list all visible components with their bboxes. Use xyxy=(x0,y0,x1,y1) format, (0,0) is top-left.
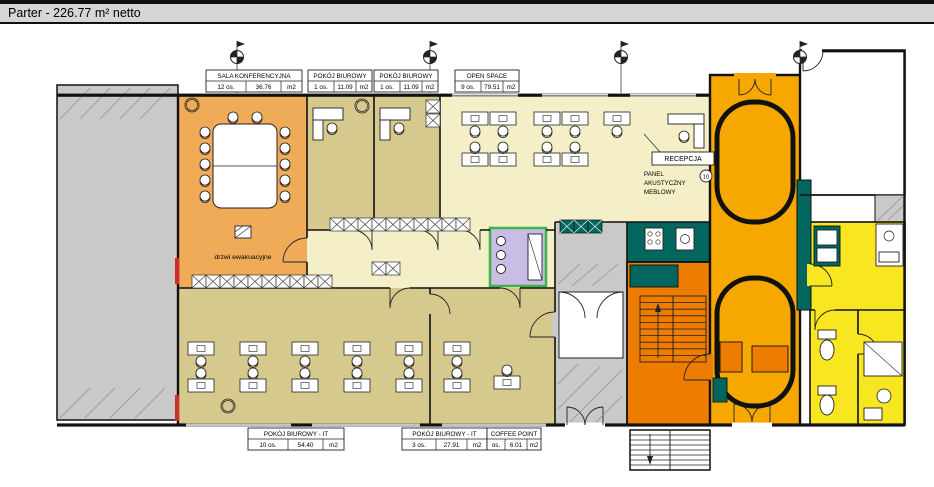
label-persons: os. xyxy=(492,442,501,449)
staircase xyxy=(629,264,707,363)
room-label-office1: POKÓJ BIUROWY 1 os. 11.09 m2 xyxy=(307,69,373,93)
room-label-office2: POKÓJ BIUROWY 1 os. 11.09 m2 xyxy=(373,69,439,93)
kitchen-appliances xyxy=(644,227,695,251)
panel-label-2: AKUSTYCZNY xyxy=(644,180,686,187)
label-area: 11.09 xyxy=(403,84,419,91)
titlebar: Parter - 226.77 m² netto xyxy=(0,0,934,24)
stair-hall-amber xyxy=(708,73,802,427)
conference-furniture xyxy=(184,97,291,239)
page-title: Parter - 226.77 m² netto xyxy=(8,6,141,20)
label-unit: m2 xyxy=(473,442,482,449)
label-title: POKÓJ BIUROWY xyxy=(313,71,367,80)
label-title: POKÓJ BIUROWY - IT xyxy=(412,429,476,438)
label-title: COFFEE POINT xyxy=(491,431,538,438)
teal-strip xyxy=(796,179,812,311)
wc-fixtures xyxy=(496,233,543,281)
label-area: 27.91 xyxy=(444,442,460,449)
yellow-room-fixtures xyxy=(813,223,904,421)
label-title: POKÓJ BIUROWY - IT xyxy=(264,429,328,438)
label-area: 11.09 xyxy=(337,84,353,91)
label-unit: m2 xyxy=(360,84,369,91)
open-space-desks xyxy=(462,111,705,166)
evac-door-2 xyxy=(175,395,179,421)
kitchen-counter xyxy=(626,221,711,263)
room-label-it1: POKÓJ BIUROWY - IT 10 os. 54.40 m2 xyxy=(247,427,345,451)
label-unit: m2 xyxy=(426,84,435,91)
label-area: 36.76 xyxy=(256,84,272,91)
label-unit: m2 xyxy=(329,442,338,449)
label-unit: m2 xyxy=(530,442,539,449)
label-area: 79.51 xyxy=(484,84,500,91)
section-marker-icon xyxy=(614,40,630,64)
label-unit: m2 xyxy=(507,84,516,91)
neighbor-area-left xyxy=(56,84,179,421)
reception-label: RECEPCJA xyxy=(664,156,702,163)
annotation-reception: RECEPCJA xyxy=(643,133,715,166)
label-unit: m2 xyxy=(287,84,296,91)
shaft-interior xyxy=(557,263,624,423)
room-label-it2: POKÓJ BIUROWY - IT 3 os. 27.91 m2 xyxy=(401,427,488,451)
evac-door-1 xyxy=(175,258,179,284)
room-it-2 xyxy=(430,288,555,425)
label-area: 6.01 xyxy=(510,442,523,449)
doors xyxy=(175,49,879,428)
floor-plan-drawing: SALA KONFERENCYJNA 12 os. 36.76 m2 POKÓJ… xyxy=(56,40,906,471)
label-title: POKÓJ BIUROWY xyxy=(379,71,433,80)
section-marker-icon xyxy=(230,40,246,64)
section-marker-icon xyxy=(423,40,439,64)
panel-label-3: MEBLOWY xyxy=(644,189,676,196)
panel-label-1: PANEL xyxy=(644,171,664,178)
room-label-coffee: COFFEE POINT os. 6.01 m2 xyxy=(486,427,542,451)
label-persons: 10 os. xyxy=(259,442,276,449)
label-persons: 1 os. xyxy=(380,84,394,91)
external-stairs xyxy=(629,429,711,471)
panel-ref-marker: 10 xyxy=(703,175,709,181)
label-persons: 12 os. xyxy=(217,84,234,91)
label-persons: 9 os. xyxy=(461,84,475,91)
label-persons: 3 os. xyxy=(412,442,426,449)
office-furniture xyxy=(312,98,441,141)
label-title: OPEN SPACE xyxy=(467,73,507,80)
stair-hall-interior xyxy=(712,99,796,409)
evac-doors-label: drzwi ewakuacyjne xyxy=(214,254,271,261)
neighbor-area-top-right xyxy=(799,49,906,223)
room-label-conference: SALA KONFERENCYJNA 12 os. 36.76 m2 xyxy=(205,69,303,93)
label-persons: 1 os. xyxy=(314,84,328,91)
label-title: SALA KONFERENCYJNA xyxy=(217,73,291,80)
label-area: 54.40 xyxy=(298,442,314,449)
room-label-open-space: OPEN SPACE 9 os. 79.51 m2 xyxy=(454,69,520,93)
annotation-panel: PANEL AKUSTYCZNY MEBLOWY 10 xyxy=(644,169,713,196)
